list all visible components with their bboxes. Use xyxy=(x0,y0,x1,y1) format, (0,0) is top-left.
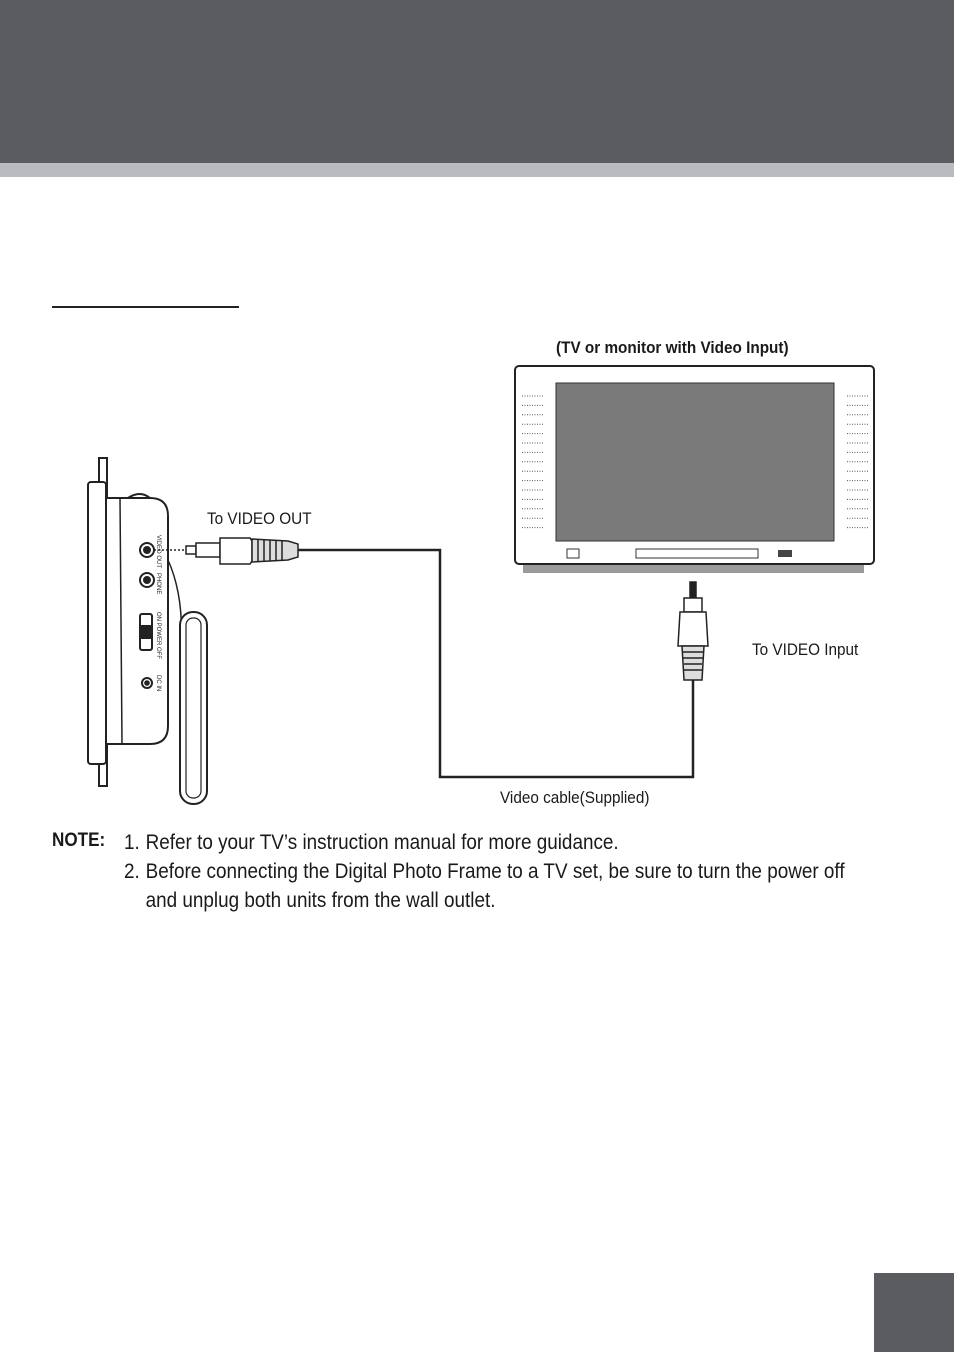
note-item-number: 2. xyxy=(124,860,140,883)
video-input-label: To VIDEO Input xyxy=(752,640,859,659)
video-out-label: To VIDEO OUT xyxy=(207,509,312,528)
photo-frame-device xyxy=(87,457,208,805)
mini-plug-connector xyxy=(154,537,299,565)
note-item: 2.Before connecting the Digital Photo Fr… xyxy=(124,857,871,915)
jack-label-video-out: VIDEO OUT xyxy=(155,535,161,568)
page-number-tab xyxy=(874,1273,954,1352)
speaker-grille-left xyxy=(522,395,544,529)
connection-diagram: VIDEO OUT PHONE ON POWER OFF DC IN xyxy=(87,365,875,805)
note-item-text: Before connecting the Digital Photo Fram… xyxy=(145,860,845,912)
jack-label-dc-in: DC IN xyxy=(155,675,161,691)
header-band xyxy=(0,0,954,163)
note-label: NOTE: xyxy=(52,830,106,851)
jack-label-phone: PHONE xyxy=(155,573,161,594)
note-item-number: 1. xyxy=(124,831,140,854)
note-list: 1.Refer to your TV’s instruction manual … xyxy=(124,828,871,915)
video-cable xyxy=(298,548,695,779)
tv-title-label: (TV or monitor with Video Input) xyxy=(556,338,789,357)
device-jack-labels: VIDEO OUT PHONE ON POWER OFF DC IN xyxy=(155,535,161,691)
note-item-text: Refer to your TV’s instruction manual fo… xyxy=(145,831,619,854)
section-heading-rule xyxy=(52,306,239,308)
note-item: 1.Refer to your TV’s instruction manual … xyxy=(124,828,871,857)
speaker-grille-right xyxy=(847,395,869,529)
jack-label-power: ON POWER OFF xyxy=(155,612,161,659)
header-stripe xyxy=(0,163,954,177)
rca-plug-connector xyxy=(677,581,709,681)
tv-monitor xyxy=(514,365,875,573)
video-cable-label: Video cable(Supplied) xyxy=(500,788,650,807)
